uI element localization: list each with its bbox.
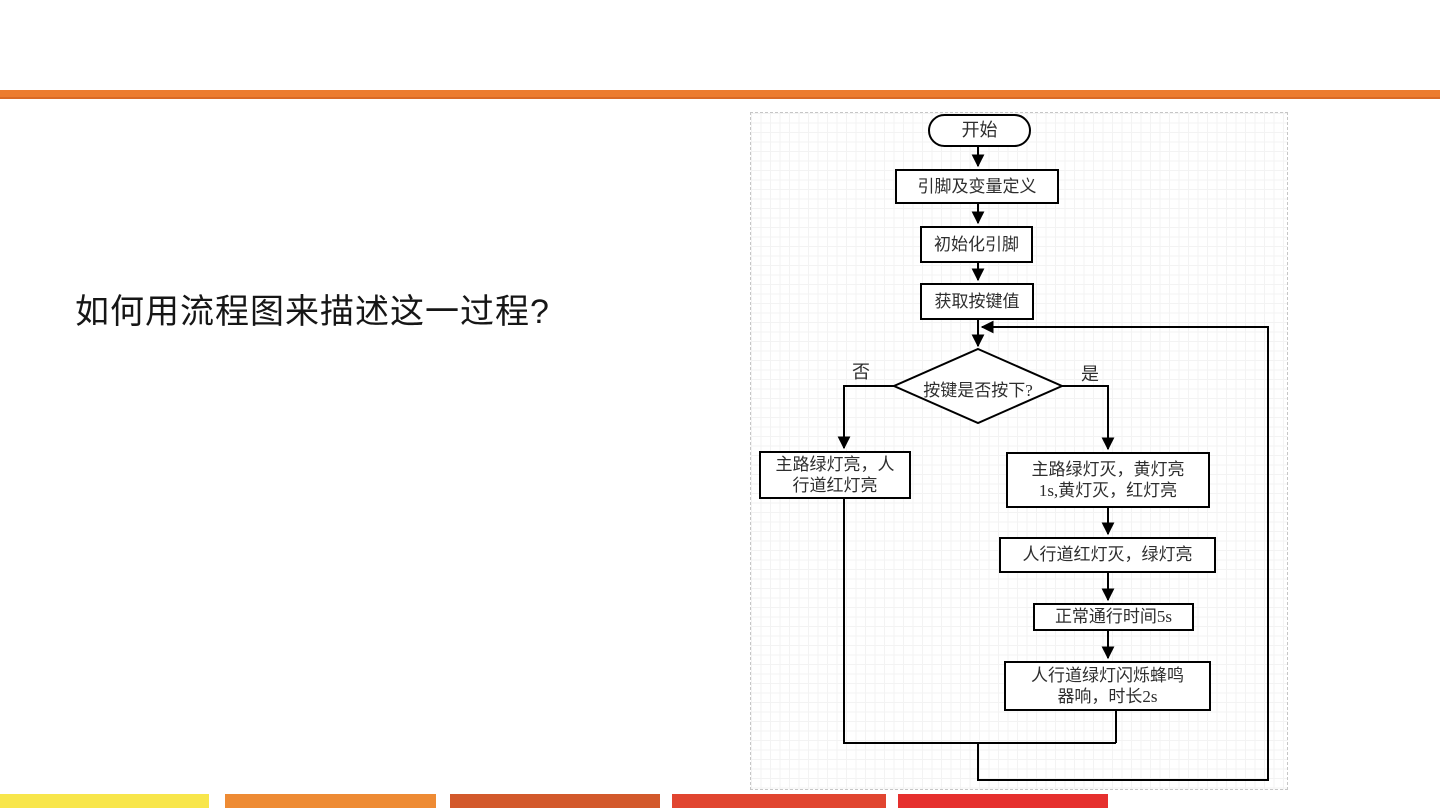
flowchart-canvas: 开始 引脚及变量定义 初始化引脚 获取按键值 按键是否按下? 否 是 主路绿灯亮…: [750, 112, 1288, 790]
decision-diamond-shape: [891, 347, 1065, 425]
edge-label-no: 否: [852, 362, 870, 382]
top-accent-bar: [0, 90, 1440, 99]
flowchart-connectors: [837, 147, 1269, 781]
node-pedestrian-green: 人行道红灯灭，绿灯亮: [999, 537, 1216, 573]
bottom-bar-red: [898, 794, 1108, 808]
node-pass-time: 正常通行时间5s: [1033, 603, 1194, 631]
bottom-bar-rust: [450, 794, 660, 808]
bottom-bar-red-orange: [672, 794, 886, 808]
node-branch-no: 主路绿灯亮，人 行道红灯亮: [759, 451, 911, 499]
bottom-bar-yellow: [0, 794, 209, 808]
node-init-pins: 初始化引脚: [920, 226, 1033, 263]
node-read-key: 获取按键值: [920, 283, 1034, 320]
node-decision-label: 按键是否按下?: [923, 381, 1033, 400]
node-start: 开始: [928, 114, 1031, 147]
bottom-bar-orange: [225, 794, 436, 808]
slide-title: 如何用流程图来描述这一过程?: [75, 293, 550, 331]
node-branch-yes: 主路绿灯灭，黄灯亮 1s,黄灯灭，红灯亮: [1006, 452, 1210, 508]
node-define-pins: 引脚及变量定义: [895, 169, 1059, 204]
node-green-blink-buzzer: 人行道绿灯闪烁蜂鸣 器响，时长2s: [1004, 661, 1211, 711]
edge-label-yes: 是: [1081, 364, 1099, 384]
